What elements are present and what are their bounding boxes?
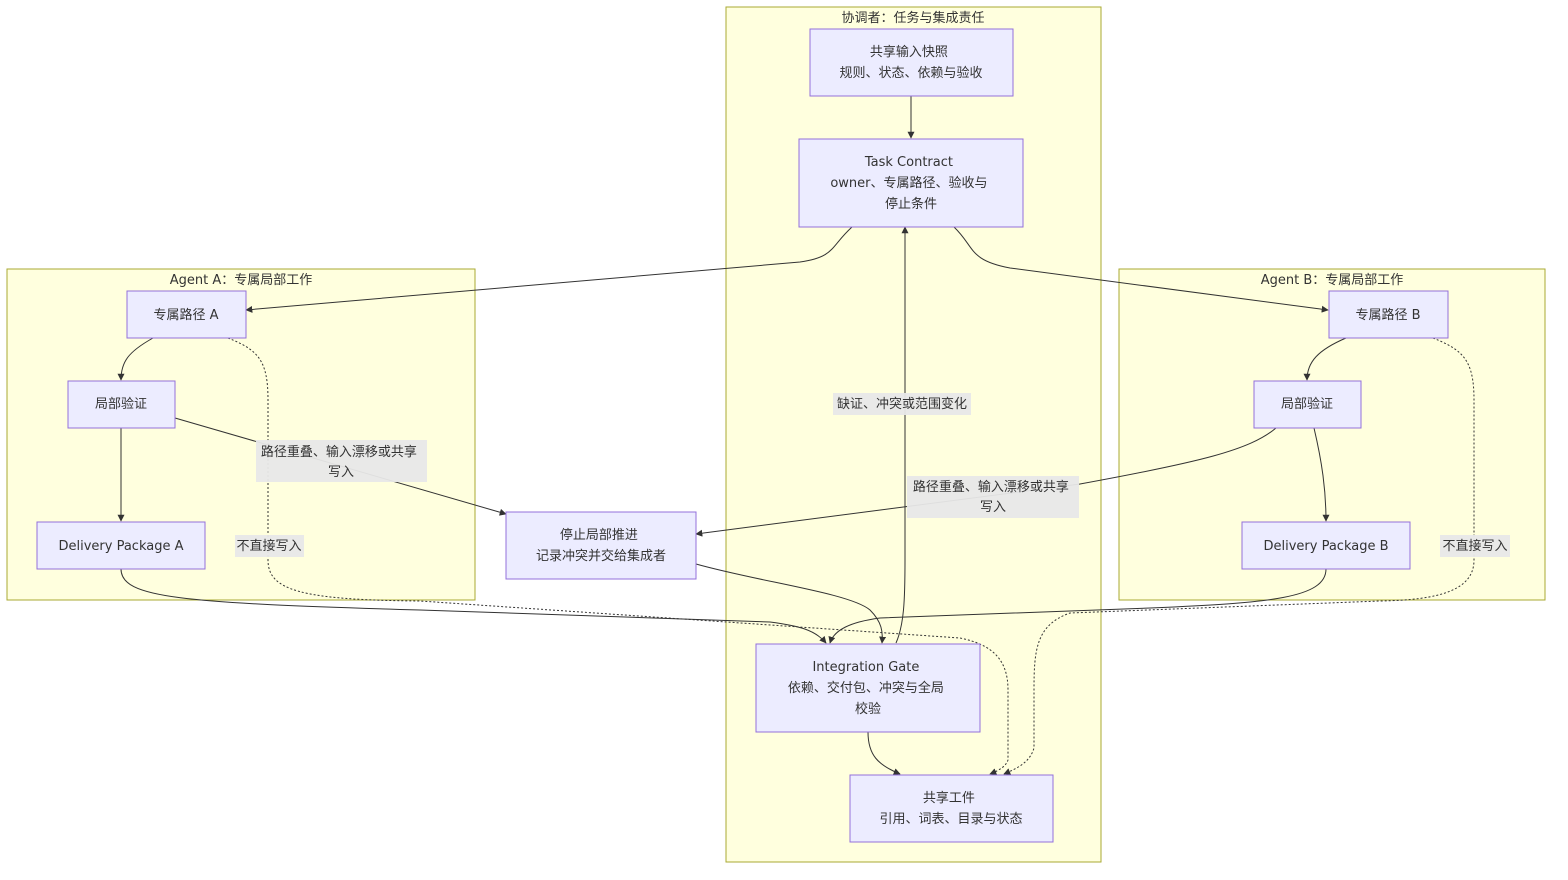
- svg-text:路径重叠、输入漂移或共享 写入: 路径重叠、输入漂移或共享 写入: [261, 444, 421, 480]
- node-shared-input-snapshot[interactable]: 共享输入快照 规则、状态、依赖与验收: [809, 28, 1014, 97]
- svg-text:缺证、冲突或范围变化: 缺证、冲突或范围变化: [837, 396, 967, 412]
- node-task-contract-line2: owner、专属路径、验收与: [830, 175, 987, 191]
- svg-text:局部验证: 局部验证: [95, 396, 147, 412]
- edge-label-overlap-a: 路径重叠、输入漂移或共享 写入: [256, 440, 427, 482]
- edge-label-no-write-b: 不直接写入: [1440, 535, 1510, 557]
- node-shared-artifacts-line1: 共享工件: [923, 790, 975, 806]
- node-integration-gate-line3: 校验: [855, 701, 881, 717]
- edge-path-b-to-verify-b: [1303, 337, 1347, 381]
- cluster-agent-a-title: Agent A：专属局部工作: [170, 273, 313, 288]
- edge-label-overlap-a-line1: 路径重叠、输入漂移或共享: [261, 444, 417, 460]
- node-stop-local-progress-line2: 记录冲突并交给集成者: [536, 548, 666, 564]
- edge-label-feedback-line1: 缺证、冲突或范围变化: [837, 396, 967, 412]
- node-delivery-package-a-line1: Delivery Package A: [58, 539, 183, 554]
- edge-label-feedback: 缺证、冲突或范围变化: [833, 393, 971, 415]
- edge-verify-b-to-package-b: [1313, 427, 1330, 522]
- svg-text:共享输入快照 规则、状态、依赖与验收: 共享输入快照 规则、状态、依赖与验收: [839, 44, 982, 81]
- svg-text:Delivery Package A: Delivery Package A: [58, 539, 183, 554]
- cluster-agent-b-title: Agent B：专属局部工作: [1261, 273, 1404, 288]
- svg-text:不直接写入: 不直接写入: [1442, 538, 1507, 554]
- node-exclusive-path-a[interactable]: 专属路径 A: [126, 290, 247, 339]
- svg-text:不直接写入: 不直接写入: [236, 538, 301, 554]
- edge-gate-to-artifacts: [867, 731, 901, 775]
- svg-text:专属路径 A: 专属路径 A: [153, 307, 218, 323]
- svg-text:共享工件 引用、词表、目录与状态: 共享工件 引用、词表、目录与状态: [879, 790, 1022, 827]
- node-delivery-package-b[interactable]: Delivery Package B: [1241, 521, 1411, 570]
- node-local-verify-a[interactable]: 局部验证: [67, 380, 176, 429]
- edge-path-a-to-verify-a: [117, 337, 154, 381]
- node-delivery-package-b-line1: Delivery Package B: [1263, 539, 1388, 554]
- svg-text:路径重叠、输入漂移或共享 写入: 路径重叠、输入漂移或共享 写入: [913, 479, 1073, 515]
- edge-label-no-write-a: 不直接写入: [235, 535, 304, 557]
- edge-label-overlap-a-line2: 写入: [328, 465, 354, 480]
- node-integration-gate-line2: 依赖、交付包、冲突与全局: [788, 680, 944, 696]
- edge-package-a-to-gate: [120, 568, 827, 644]
- svg-text:专属路径 B: 专属路径 B: [1355, 307, 1420, 323]
- edges: [117, 96, 1475, 775]
- node-integration-gate-line1: Integration Gate: [812, 660, 919, 675]
- cluster-coordinator-title: 协调者：任务与集成责任: [841, 10, 984, 26]
- edge-contract-to-path-b: [953, 226, 1329, 313]
- edge-label-no-write-a-line1: 不直接写入: [236, 538, 301, 554]
- node-delivery-package-a[interactable]: Delivery Package A: [36, 521, 206, 570]
- edge-path-a-to-artifacts-dotted: [227, 337, 1009, 775]
- node-task-contract[interactable]: Task Contract owner、专属路径、验收与 停止条件: [798, 138, 1024, 228]
- node-integration-gate[interactable]: Integration Gate 依赖、交付包、冲突与全局 校验: [755, 643, 981, 733]
- edge-gate-to-contract: [895, 226, 909, 644]
- svg-text:局部验证: 局部验证: [1281, 396, 1333, 412]
- node-local-verify-b[interactable]: 局部验证: [1253, 380, 1362, 429]
- node-exclusive-path-a-line1: 专属路径 A: [153, 307, 218, 323]
- edge-path-b-to-artifacts-dotted: [1003, 337, 1475, 775]
- edge-label-overlap-b: 路径重叠、输入漂移或共享 写入: [907, 476, 1079, 518]
- edge-package-b-to-gate: [828, 568, 1327, 644]
- node-shared-artifacts[interactable]: 共享工件 引用、词表、目录与状态: [849, 774, 1054, 843]
- node-task-contract-line3: 停止条件: [885, 196, 937, 212]
- edge-label-no-write-b-line1: 不直接写入: [1442, 538, 1507, 554]
- node-stop-local-progress-line1: 停止局部推进: [560, 527, 638, 543]
- svg-text:停止局部推进 记录冲突并交给集成者: 停止局部推进 记录冲突并交给集成者: [536, 527, 666, 564]
- node-shared-artifacts-line2: 引用、词表、目录与状态: [879, 812, 1022, 827]
- edge-verify-b-to-stop: [695, 427, 1277, 537]
- edge-contract-to-path-a: [245, 226, 853, 313]
- edge-label-overlap-b-line1: 路径重叠、输入漂移或共享: [913, 479, 1069, 495]
- node-exclusive-path-b[interactable]: 专属路径 B: [1328, 290, 1449, 339]
- node-stop-local-progress[interactable]: 停止局部推进 记录冲突并交给集成者: [505, 511, 697, 580]
- node-shared-input-snapshot-line2: 规则、状态、依赖与验收: [839, 65, 982, 81]
- node-shared-input-snapshot-line1: 共享输入快照: [870, 44, 948, 60]
- node-local-verify-a-line1: 局部验证: [95, 396, 147, 412]
- edge-stop-to-gate: [695, 563, 887, 644]
- svg-text:Integration Gate 依赖、交付包、: Integration Gate 依赖、交付包、冲突与全局 校验: [788, 660, 948, 717]
- svg-text:Task Contract owner、专属路径: Task Contract owner、专属路径、验收与 停止条件: [830, 155, 991, 212]
- cluster-coordinator: 协调者：任务与集成责任: [725, 6, 1102, 863]
- node-task-contract-line1: Task Contract: [864, 155, 953, 170]
- node-local-verify-b-line1: 局部验证: [1281, 396, 1333, 412]
- node-exclusive-path-b-line1: 专属路径 B: [1355, 307, 1420, 323]
- edge-label-overlap-b-line2: 写入: [980, 500, 1006, 515]
- svg-text:Delivery Package B: Delivery Package B: [1263, 539, 1388, 554]
